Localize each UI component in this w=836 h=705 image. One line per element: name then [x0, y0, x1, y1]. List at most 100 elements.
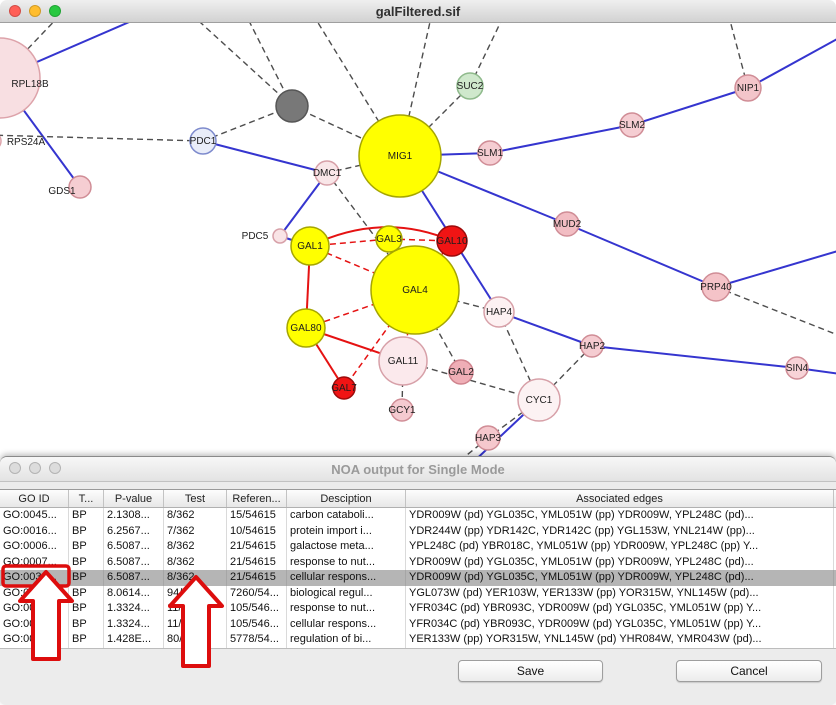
- cell: GO:0006...: [0, 539, 69, 555]
- column-header[interactable]: Test: [164, 490, 227, 507]
- minimize-button[interactable]: [29, 462, 41, 474]
- node-SUC2[interactable]: [456, 72, 484, 100]
- noa-window-titlebar[interactable]: NOA output for Single Mode: [0, 457, 836, 482]
- network-window-titlebar[interactable]: galFiltered.sif: [0, 0, 836, 23]
- node-HAP4[interactable]: [483, 296, 515, 328]
- node-RPS24A[interactable]: [0, 132, 2, 150]
- column-header[interactable]: P-value: [104, 490, 164, 507]
- close-button[interactable]: [9, 5, 21, 17]
- edge[interactable]: [452, 437, 489, 456]
- cell: BP: [69, 508, 104, 524]
- cell: 21/54615: [227, 539, 287, 555]
- zoom-button[interactable]: [49, 5, 61, 17]
- cell: 8/362: [164, 554, 227, 570]
- node-GAL4[interactable]: [370, 245, 460, 335]
- cell: response to nut...: [287, 554, 406, 570]
- node-gray1[interactable]: [275, 89, 309, 123]
- node-label-GAL4: GAL4: [402, 285, 428, 296]
- minimize-button[interactable]: [29, 5, 41, 17]
- node-SLM1[interactable]: [477, 140, 503, 166]
- column-header[interactable]: Associated edges: [406, 490, 834, 507]
- network-canvas[interactable]: RPL18BRPS24AGDS1PDC1MIG1SUC2SLM1SLM2NIP1…: [0, 23, 836, 456]
- edge[interactable]: [489, 124, 633, 154]
- node-GAL10[interactable]: [436, 225, 468, 257]
- node-SLM2[interactable]: [619, 112, 645, 138]
- node-label-SLM1: SLM1: [477, 148, 504, 159]
- edge[interactable]: [312, 23, 401, 157]
- node-MIG1[interactable]: [358, 114, 442, 198]
- cell: 6.5087...: [104, 570, 164, 586]
- column-header[interactable]: Desciption: [287, 490, 406, 507]
- node-label-RPS24A: RPS24A: [7, 137, 46, 148]
- zoom-button[interactable]: [49, 462, 61, 474]
- column-header[interactable]: Referen...: [227, 490, 287, 507]
- window-title: galFiltered.sif: [375, 3, 461, 19]
- node-PDC5[interactable]: [272, 228, 288, 244]
- cell: carbon cataboli...: [287, 508, 406, 524]
- column-header[interactable]: T...: [69, 490, 104, 507]
- node-MUD2[interactable]: [554, 211, 580, 237]
- node-GAL11[interactable]: [378, 336, 428, 386]
- cell: biological regul...: [287, 585, 406, 601]
- cell: BP: [69, 554, 104, 570]
- node-HAP3[interactable]: [475, 425, 501, 451]
- edge[interactable]: [591, 345, 798, 369]
- cancel-button[interactable]: Cancel: [676, 660, 822, 682]
- cell: BP: [69, 616, 104, 632]
- edge[interactable]: [498, 311, 593, 347]
- edge[interactable]: [190, 23, 293, 107]
- node-DMC1[interactable]: [314, 160, 340, 186]
- node-RPL18B[interactable]: [0, 37, 41, 119]
- cell: 10/54615: [227, 523, 287, 539]
- edge[interactable]: [566, 223, 717, 288]
- cell: 8/362: [164, 539, 227, 555]
- cell: galactose meta...: [287, 539, 406, 555]
- node-label-GAL7: GAL7: [331, 383, 357, 394]
- edge[interactable]: [631, 87, 749, 126]
- node-GDS1[interactable]: [68, 175, 92, 199]
- cell: 11/362: [164, 601, 227, 617]
- edge[interactable]: [279, 172, 328, 237]
- node-GAL1[interactable]: [290, 226, 330, 266]
- edge[interactable]: [202, 140, 328, 174]
- node-CYC1[interactable]: [517, 378, 561, 422]
- edge[interactable]: [0, 134, 204, 142]
- edge[interactable]: [747, 33, 836, 89]
- node-GAL3[interactable]: [375, 225, 403, 253]
- save-button[interactable]: Save: [458, 660, 603, 682]
- column-header[interactable]: GO ID: [0, 490, 69, 507]
- node-GAL80[interactable]: [286, 308, 326, 348]
- cell: 94/362: [164, 585, 227, 601]
- node-GCY1[interactable]: [390, 398, 414, 422]
- node-GAL2[interactable]: [448, 359, 474, 385]
- close-button[interactable]: [9, 462, 21, 474]
- node-label-GAL11: GAL11: [388, 356, 419, 367]
- node-HAP2[interactable]: [580, 334, 604, 358]
- node-GAL7[interactable]: [332, 376, 356, 400]
- node-SIN4[interactable]: [785, 356, 809, 380]
- edge[interactable]: [715, 248, 836, 288]
- node-label-HAP4: HAP4: [486, 307, 513, 318]
- edge[interactable]: [715, 286, 836, 339]
- node-PRP40[interactable]: [701, 272, 731, 302]
- edge[interactable]: [399, 85, 471, 157]
- cell: YDR009W (pd) YGL035C, YML051W (pp) YDR00…: [406, 554, 834, 570]
- node-label-HAP3: HAP3: [475, 433, 502, 444]
- node-PDC1[interactable]: [189, 127, 217, 155]
- node-label-GCY1: GCY1: [388, 405, 416, 416]
- window-title: NOA output for Single Mode: [331, 461, 505, 477]
- node-NIP1[interactable]: [734, 74, 762, 102]
- edge[interactable]: [245, 23, 293, 107]
